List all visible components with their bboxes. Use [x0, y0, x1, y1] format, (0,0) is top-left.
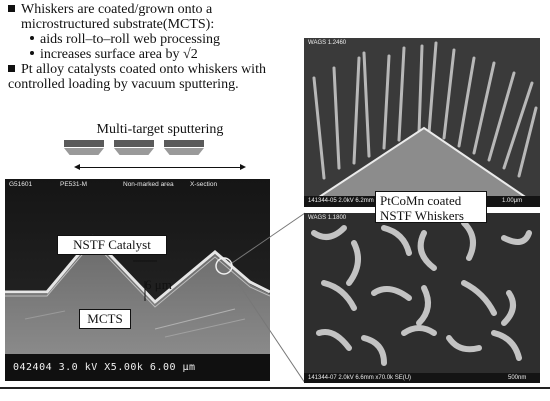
sem-cross-section-image: G51601 PE531-M Non-marked area X-section… — [5, 179, 270, 381]
sub-bullet-1: aids roll–to–roll web processing — [8, 32, 308, 47]
sem-main-id: G51601 — [9, 181, 33, 188]
round-bullet-icon — [30, 36, 34, 40]
bullet-2-cont: controlled loading by vacuum sputtering. — [8, 77, 239, 92]
arrow-left-icon — [74, 164, 80, 170]
sub-bullet-2: increases surface area by √2 — [8, 47, 308, 62]
sem-closeup-graphic — [304, 213, 540, 383]
square-bullet-icon — [8, 65, 15, 72]
sem-tr-footer: 141344-05 2.0kV 6.2mm x6.01k SE(U) — [308, 198, 412, 204]
sem-br-header: WAGS 1.1800 — [308, 215, 347, 221]
sem-main-model: PE531-M — [60, 181, 88, 188]
bullet-list: Whiskers are coated/grown onto a microst… — [8, 2, 308, 92]
target-1 — [64, 140, 104, 147]
sem-cross-section-graphic — [5, 179, 270, 381]
arrow-right-icon — [240, 164, 246, 170]
sputtering-targets — [64, 140, 264, 160]
nstf-catalyst-label: NSTF Catalyst — [57, 235, 167, 255]
bullet-1-cont: microstructured substrate(MCTS): — [21, 17, 215, 32]
scale-label: 6 μm — [145, 277, 172, 292]
target-1-source — [64, 148, 104, 155]
target-3-source — [164, 148, 204, 155]
sem-main-header: G51601 PE531-M Non-marked area X-section — [5, 179, 270, 191]
round-bullet-icon — [30, 51, 34, 55]
square-bullet-icon — [8, 5, 15, 12]
sem-br-scale: 500nm — [508, 375, 527, 381]
sem-br-footer: 141344-07 2.0kV 6.6mm x70.0k SE(U) — [308, 375, 412, 381]
sem-tr-header: WAGS 1.2460 — [308, 40, 347, 46]
sputtering-title: Multi-target sputtering — [96, 122, 224, 137]
target-2 — [114, 140, 154, 147]
sem-pyramid-graphic — [304, 38, 540, 207]
sem-main-section: X-section — [190, 181, 218, 188]
sem-main-footer: 042404 3.0 kV X5.00k 6.00 μm — [13, 362, 196, 373]
sem-tr-scale: 1.00μm — [502, 198, 523, 204]
callout-line-2: NSTF Whiskers — [380, 208, 464, 223]
sem-main-area: Non-marked area — [123, 181, 174, 188]
motion-arrow-line — [78, 167, 240, 168]
target-3 — [164, 140, 204, 147]
sem-whiskers-closeup-image: WAGS 1.1800 141344-07 2.0kV 6.6mm x70.0k… — [304, 213, 540, 383]
bottom-rule — [0, 387, 550, 389]
bullet-2: Pt alloy catalysts coated onto whiskers … — [8, 62, 308, 77]
sem-whiskers-pyramid-image: WAGS 1.2460 141344-05 2.0kV 6.2mm x6.01k… — [304, 38, 540, 207]
mcts-label: MCTS — [79, 309, 131, 329]
ptcomn-callout: PtCoMn coated NSTF Whiskers — [375, 191, 487, 223]
bullet-1: Whiskers are coated/grown onto a — [8, 2, 308, 17]
target-2-source — [114, 148, 154, 155]
callout-line-1: PtCoMn coated — [380, 193, 462, 208]
